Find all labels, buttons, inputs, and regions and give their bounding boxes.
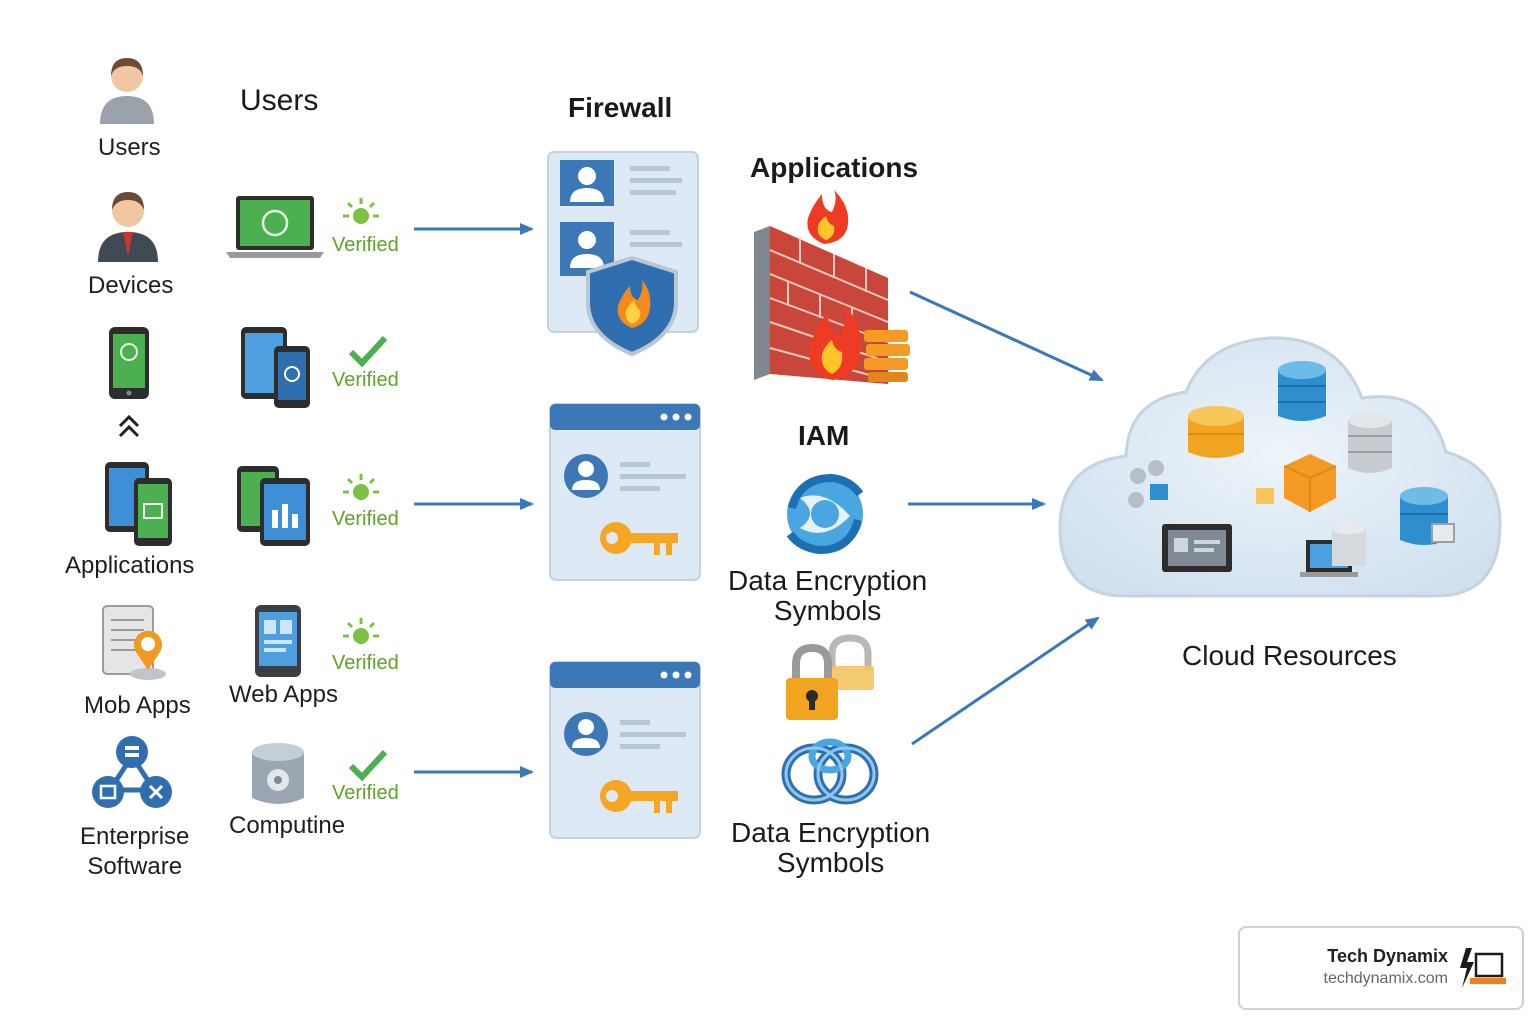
monitor-icon — [1162, 524, 1232, 572]
tablet-phone-icon — [104, 460, 174, 548]
laptop-cloud-icon — [1300, 522, 1366, 577]
cloud-resources-label: Cloud Resources — [1182, 640, 1397, 671]
data-encryption-label-2: Data Encryption Symbols — [731, 818, 930, 878]
verified-sun-icon — [340, 196, 382, 232]
left-label-devices: Devices — [88, 272, 174, 299]
database-icon-blue-2 — [1400, 487, 1455, 545]
login-window-card-2 — [548, 660, 702, 842]
tablet-icon-3 — [236, 464, 312, 548]
checkmark-icon — [348, 334, 388, 368]
padlock-icon — [784, 630, 876, 722]
cube-icon-orange — [1256, 454, 1337, 512]
brand-card[interactable]: Tech Dynamix techdynamix.com — [1238, 926, 1524, 1010]
encryption-text-1: Data Encryption Symbols — [728, 565, 928, 626]
checkmark-icon-5 — [348, 748, 388, 782]
brand-url: techdynamix.com — [1323, 970, 1449, 987]
web-app-phone-icon — [254, 604, 302, 678]
identity-card-shield — [546, 150, 702, 360]
left-label-enterprise-software: Enterprise Software — [80, 822, 189, 882]
login-window-card-1 — [548, 402, 702, 584]
database-disk-icon — [250, 742, 306, 808]
verified-label-2: Verified — [332, 369, 399, 391]
smartphone-icon — [108, 326, 150, 400]
flame-top — [807, 190, 849, 244]
server-icon-gray — [1348, 412, 1392, 473]
left-label-users: Users — [98, 134, 161, 161]
verified-label-1: Verified — [332, 234, 399, 256]
chain-link-icon — [778, 734, 882, 814]
cloud-resources-graphic — [1056, 328, 1504, 606]
sync-circle-icon — [780, 468, 870, 560]
database-icon-gold — [1188, 406, 1244, 458]
mid-label-web-apps: Web Apps — [229, 681, 338, 708]
chevron-up-icon — [118, 414, 140, 438]
users-header: Users — [240, 84, 319, 117]
brand-name: Tech Dynamix — [1327, 946, 1448, 966]
arrow-to-cloud-top — [909, 290, 1104, 382]
firewall-header: Firewall — [568, 92, 673, 123]
brand-logo-icon — [1456, 946, 1506, 990]
mid-label-computine: Computine — [229, 812, 346, 839]
encryption-text-2: Data Encryption Symbols — [731, 817, 931, 878]
user-icon — [96, 52, 158, 124]
data-encryption-label-1: Data Encryption Symbols — [728, 566, 927, 626]
key-icon — [600, 522, 678, 555]
gear-cluster-icon — [1128, 460, 1168, 508]
verified-label-5: Verified — [332, 782, 399, 804]
verified-label-4: Verified — [332, 652, 399, 674]
arrow-to-cloud-bottom — [911, 616, 1100, 746]
left-label-mob-apps: Mob Apps — [84, 692, 191, 719]
server-stack-icon — [864, 330, 910, 382]
enterprise-software-text: Enterprise Software — [80, 823, 190, 880]
firewall-brick-wall-icon — [748, 188, 916, 384]
verified-sun-icon-4 — [340, 616, 382, 652]
enterprise-network-icon — [90, 734, 174, 812]
left-label-applications: Applications — [65, 552, 195, 579]
verified-label-3: Verified — [332, 508, 399, 530]
mobile-app-document-icon — [100, 604, 170, 682]
database-icon-blue — [1278, 361, 1326, 421]
key-icon-2 — [600, 780, 678, 813]
businessman-icon — [96, 186, 160, 262]
iam-header: IAM — [798, 420, 850, 451]
laptop-icon — [226, 194, 324, 260]
tablet-phone-icon-2 — [240, 326, 312, 410]
applications-header: Applications — [750, 152, 919, 183]
verified-sun-icon-3 — [340, 472, 382, 508]
